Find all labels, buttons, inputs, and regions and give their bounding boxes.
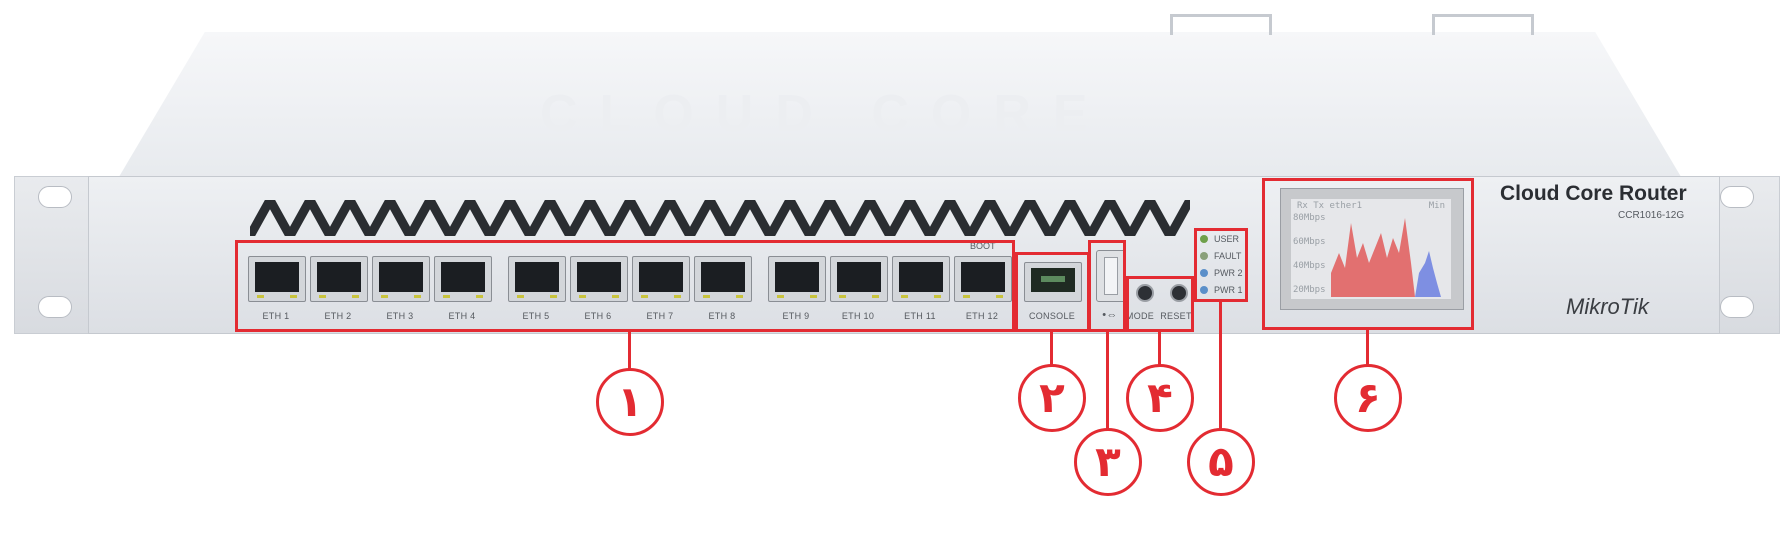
led-label: PWR 2 [1214, 268, 1243, 278]
led-label: USER [1214, 234, 1240, 244]
status-led-pwr-2: PWR 2 [1200, 268, 1243, 278]
ethernet-port-5[interactable] [508, 256, 566, 302]
lcd-scale-label: 60Mbps [1293, 237, 1326, 247]
ethernet-port-8[interactable] [694, 256, 752, 302]
led-indicator-icon [1200, 269, 1208, 277]
callout-box-console [1015, 252, 1090, 332]
lcd-header: Rx Tx ether1 [1297, 201, 1363, 211]
status-led-user: USER [1200, 234, 1239, 244]
ethernet-port-label: ETH 3 [386, 311, 414, 321]
lcd-traffic-graph [1331, 218, 1441, 297]
lcd-scale-label: 20Mbps [1293, 285, 1326, 295]
ethernet-port-label: ETH 11 [904, 311, 936, 321]
ethernet-port-7[interactable] [632, 256, 690, 302]
led-label: FAULT [1214, 251, 1242, 261]
mikrotik-logo: MikroTik [1566, 294, 1649, 319]
leader-line-4 [1158, 332, 1161, 366]
status-led-pwr-1: PWR 1 [1200, 285, 1243, 295]
ethernet-port-6[interactable] [570, 256, 628, 302]
top-bracket-right [1432, 14, 1534, 35]
vent-grille [250, 200, 1190, 236]
led-label: PWR 1 [1214, 285, 1243, 295]
callout-box-ethernet [235, 240, 1015, 332]
leader-line-1 [628, 332, 631, 370]
console-label: CONSOLE [1028, 311, 1076, 321]
callout-3: ٣ [1074, 428, 1142, 496]
callout-box-lcd [1262, 178, 1474, 330]
leader-line-6 [1366, 330, 1369, 366]
usb-port[interactable] [1096, 250, 1126, 302]
model-number: CCR1016-12G [1618, 210, 1685, 221]
status-led-fault: FAULT [1200, 251, 1241, 261]
lcd-scale-label: 40Mbps [1293, 261, 1326, 271]
ethernet-port-label: ETH 4 [448, 311, 476, 321]
ethernet-port-2[interactable] [310, 256, 368, 302]
lcd-scale-label: 80Mbps [1293, 213, 1326, 223]
ethernet-port-label: ETH 12 [965, 311, 999, 321]
callout-5: ۵ [1187, 428, 1255, 496]
callout-box-usb [1088, 240, 1126, 332]
led-indicator-icon [1200, 252, 1208, 260]
rack-hole-left-bottom [38, 296, 72, 318]
leader-line-3 [1106, 332, 1109, 430]
leader-line-5 [1219, 302, 1222, 430]
boot-label: BOOT [970, 241, 996, 251]
ethernet-port-label: ETH 9 [782, 311, 810, 321]
callout-4: ۴ [1126, 364, 1194, 432]
rack-hole-right-bottom [1720, 296, 1754, 318]
led-indicator-icon [1200, 286, 1208, 294]
callout-box-buttons [1126, 276, 1194, 332]
top-bracket-left [1170, 14, 1272, 35]
ethernet-port-1[interactable] [248, 256, 306, 302]
lcd-header-right: Min [1428, 201, 1445, 211]
console-port[interactable] [1024, 262, 1082, 302]
mode-label: MODE [1125, 311, 1155, 321]
product-name: Cloud Core Router [1500, 182, 1687, 205]
ethernet-port-label: ETH 1 [262, 311, 290, 321]
callout-1: ١ [596, 368, 664, 436]
ethernet-port-4[interactable] [434, 256, 492, 302]
ethernet-port-3[interactable] [372, 256, 430, 302]
ethernet-port-label: ETH 5 [522, 311, 550, 321]
ethernet-port-label: ETH 10 [841, 311, 875, 321]
ethernet-port-9[interactable] [768, 256, 826, 302]
ethernet-port-11[interactable] [892, 256, 950, 302]
ethernet-port-label: ETH 6 [584, 311, 612, 321]
ethernet-port-label: ETH 2 [324, 311, 352, 321]
leader-line-2 [1050, 332, 1053, 366]
rack-hole-left-top [38, 186, 72, 208]
ethernet-port-10[interactable] [830, 256, 888, 302]
top-embossed-text: CLOUD CORE [540, 85, 1110, 143]
lcd-touchscreen[interactable]: Rx Tx ether1 Min 80Mbps 60Mbps 40Mbps 20Mbp… [1280, 188, 1464, 310]
usb-label: •⇔ [1102, 309, 1118, 321]
rack-hole-right-top [1720, 186, 1754, 208]
led-indicator-icon [1200, 235, 1208, 243]
callout-6: ۶ [1334, 364, 1402, 432]
ethernet-port-label: ETH 7 [646, 311, 674, 321]
mode-button[interactable] [1136, 284, 1154, 302]
reset-button[interactable] [1170, 284, 1188, 302]
ethernet-port-12[interactable] [954, 256, 1012, 302]
reset-label: RESET [1160, 311, 1192, 321]
callout-box-leds [1194, 228, 1248, 302]
lcd-screen: Rx Tx ether1 Min 80Mbps 60Mbps 40Mbps 20Mbp… [1291, 199, 1451, 299]
ethernet-port-label: ETH 8 [708, 311, 736, 321]
router-top-lid [110, 32, 1690, 192]
callout-2: ٢ [1018, 364, 1086, 432]
